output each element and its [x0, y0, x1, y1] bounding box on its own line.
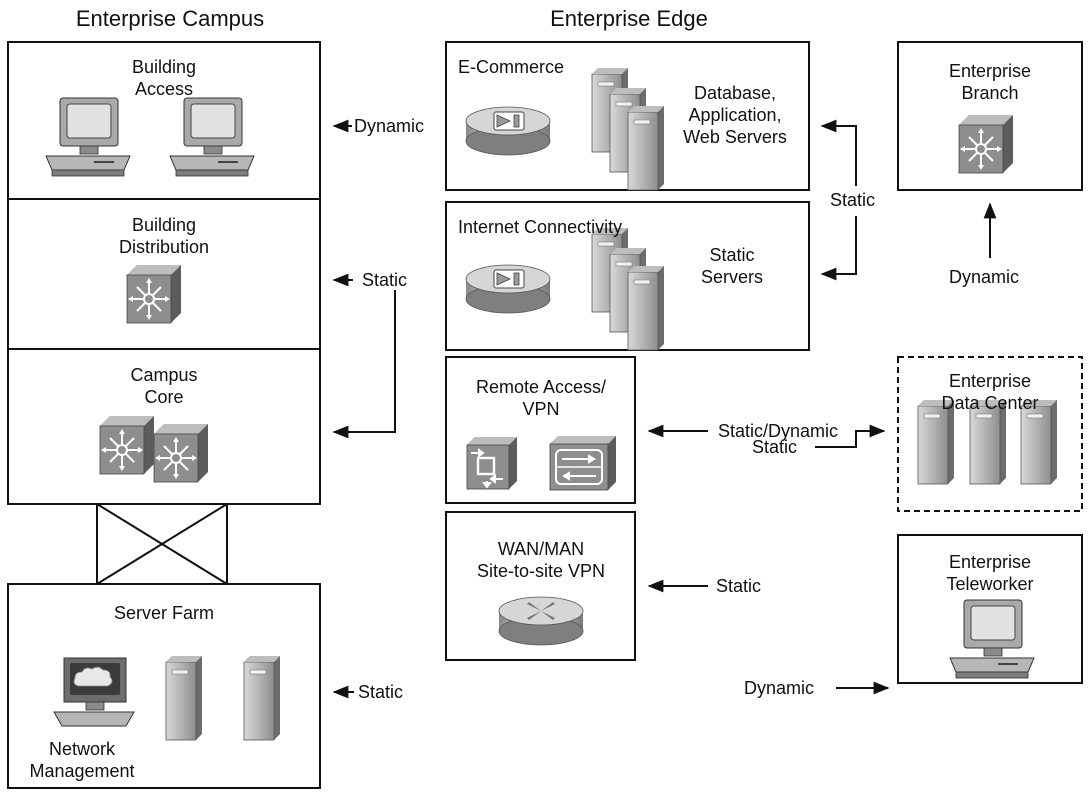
wan-man-box [445, 511, 636, 661]
enterprise-branch-label: Enterprise Branch [948, 61, 1032, 103]
enterprise-data-center-box [897, 356, 1083, 512]
router-icon [465, 264, 551, 314]
remote-access-vpn-box [445, 356, 636, 504]
building-access-label: Building Access [131, 57, 197, 99]
distribution-static-label: Static [362, 270, 408, 290]
campus-core-label: Campus Core [130, 365, 198, 407]
firewall-icon [549, 435, 617, 491]
edge-static-arrow-up [820, 119, 857, 186]
remote-access-label: Static/Dynamic [718, 421, 839, 441]
data-center-static-arrow [815, 424, 886, 448]
router-icon [465, 106, 551, 156]
multilayer-switch-icon [153, 423, 209, 483]
server-farm-box [7, 583, 321, 789]
enterprise-edge-heading: Enterprise Edge [550, 6, 708, 31]
server-icon [165, 655, 203, 741]
edge-static-label: Static [830, 190, 876, 210]
wan-man-label: WAN/MAN Site-to-site VPN [476, 539, 606, 581]
wan-static-label: Static [716, 576, 762, 596]
ecommerce-box [445, 41, 810, 191]
internet-connectivity-label: Internet Connectivity [458, 217, 623, 237]
multilayer-switch-icon [958, 114, 1014, 174]
enterprise-data-center-label: Enterprise Data Center [941, 371, 1039, 413]
server-icon [627, 105, 665, 191]
vpn-concentrator-icon [465, 435, 519, 491]
internet-connectivity-box [445, 201, 810, 351]
enterprise-teleworker-box [897, 534, 1083, 684]
remote-access-vpn-label: Remote Access/ VPN [475, 377, 607, 419]
router-icon [498, 596, 584, 646]
core-to-server-farm-links [96, 503, 228, 585]
network-management-icon [53, 657, 135, 727]
multilayer-switch-icon [126, 264, 182, 324]
edge-static-arrow-down [820, 216, 857, 281]
access-dynamic-label: Dynamic [354, 116, 425, 136]
data-center-static-label: Static [752, 437, 798, 457]
ecommerce-servers-label: Database, Application, Web Servers [683, 83, 787, 147]
enterprise-campus-heading: Enterprise Campus [75, 6, 265, 31]
workstation-icon [169, 97, 255, 177]
ecommerce-label: E-Commerce [458, 57, 565, 77]
static-servers-label: Static Servers [700, 245, 763, 287]
teleworker-dynamic-label: Dynamic [744, 678, 815, 698]
core-static-arrow [332, 290, 396, 439]
enterprise-teleworker-label: Enterprise Teleworker [946, 552, 1034, 594]
server-icon [243, 655, 281, 741]
server-farm-static-label: Static [358, 682, 404, 702]
server-icon [627, 265, 665, 351]
server-farm-label: Server Farm [113, 603, 214, 623]
branch-dynamic-label: Dynamic [949, 267, 1020, 287]
workstation-icon [949, 599, 1035, 679]
enterprise-branch-box [897, 41, 1083, 191]
building-distribution-label: Building Distribution [118, 215, 210, 257]
campus-core-box [7, 348, 321, 505]
workstation-icon [45, 97, 131, 177]
network-management-label: Network Management [29, 739, 135, 781]
multilayer-switch-icon [99, 415, 155, 475]
